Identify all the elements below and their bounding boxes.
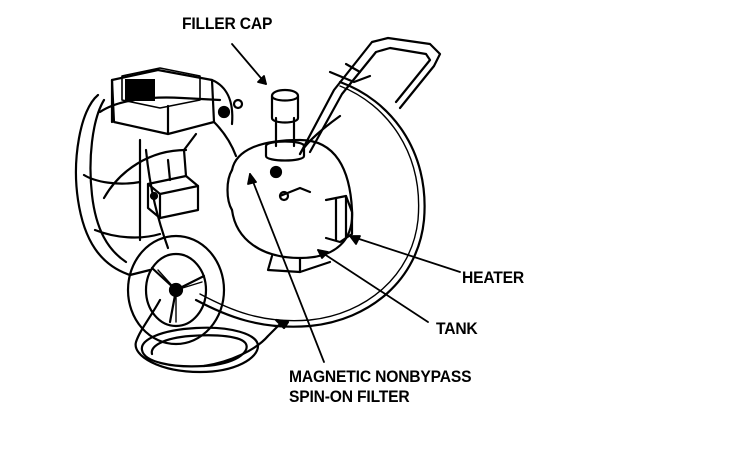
label-filler-cap: FILLER CAP [182, 14, 273, 33]
handle-frame [298, 36, 442, 156]
wheel [126, 234, 226, 346]
junction-box [146, 132, 200, 220]
label-filter-line1: MAGNETIC NONBYPASS [289, 367, 472, 386]
control-box [110, 67, 244, 158]
label-heater: HEATER [462, 268, 525, 287]
filler-cap [264, 88, 306, 162]
power-cord [134, 298, 290, 374]
label-filter-line2: SPIN-ON FILTER [289, 387, 410, 406]
leader-lines [231, 43, 461, 363]
heater-unit [324, 194, 354, 244]
hose [102, 80, 426, 328]
label-tank: TANK [436, 319, 478, 338]
